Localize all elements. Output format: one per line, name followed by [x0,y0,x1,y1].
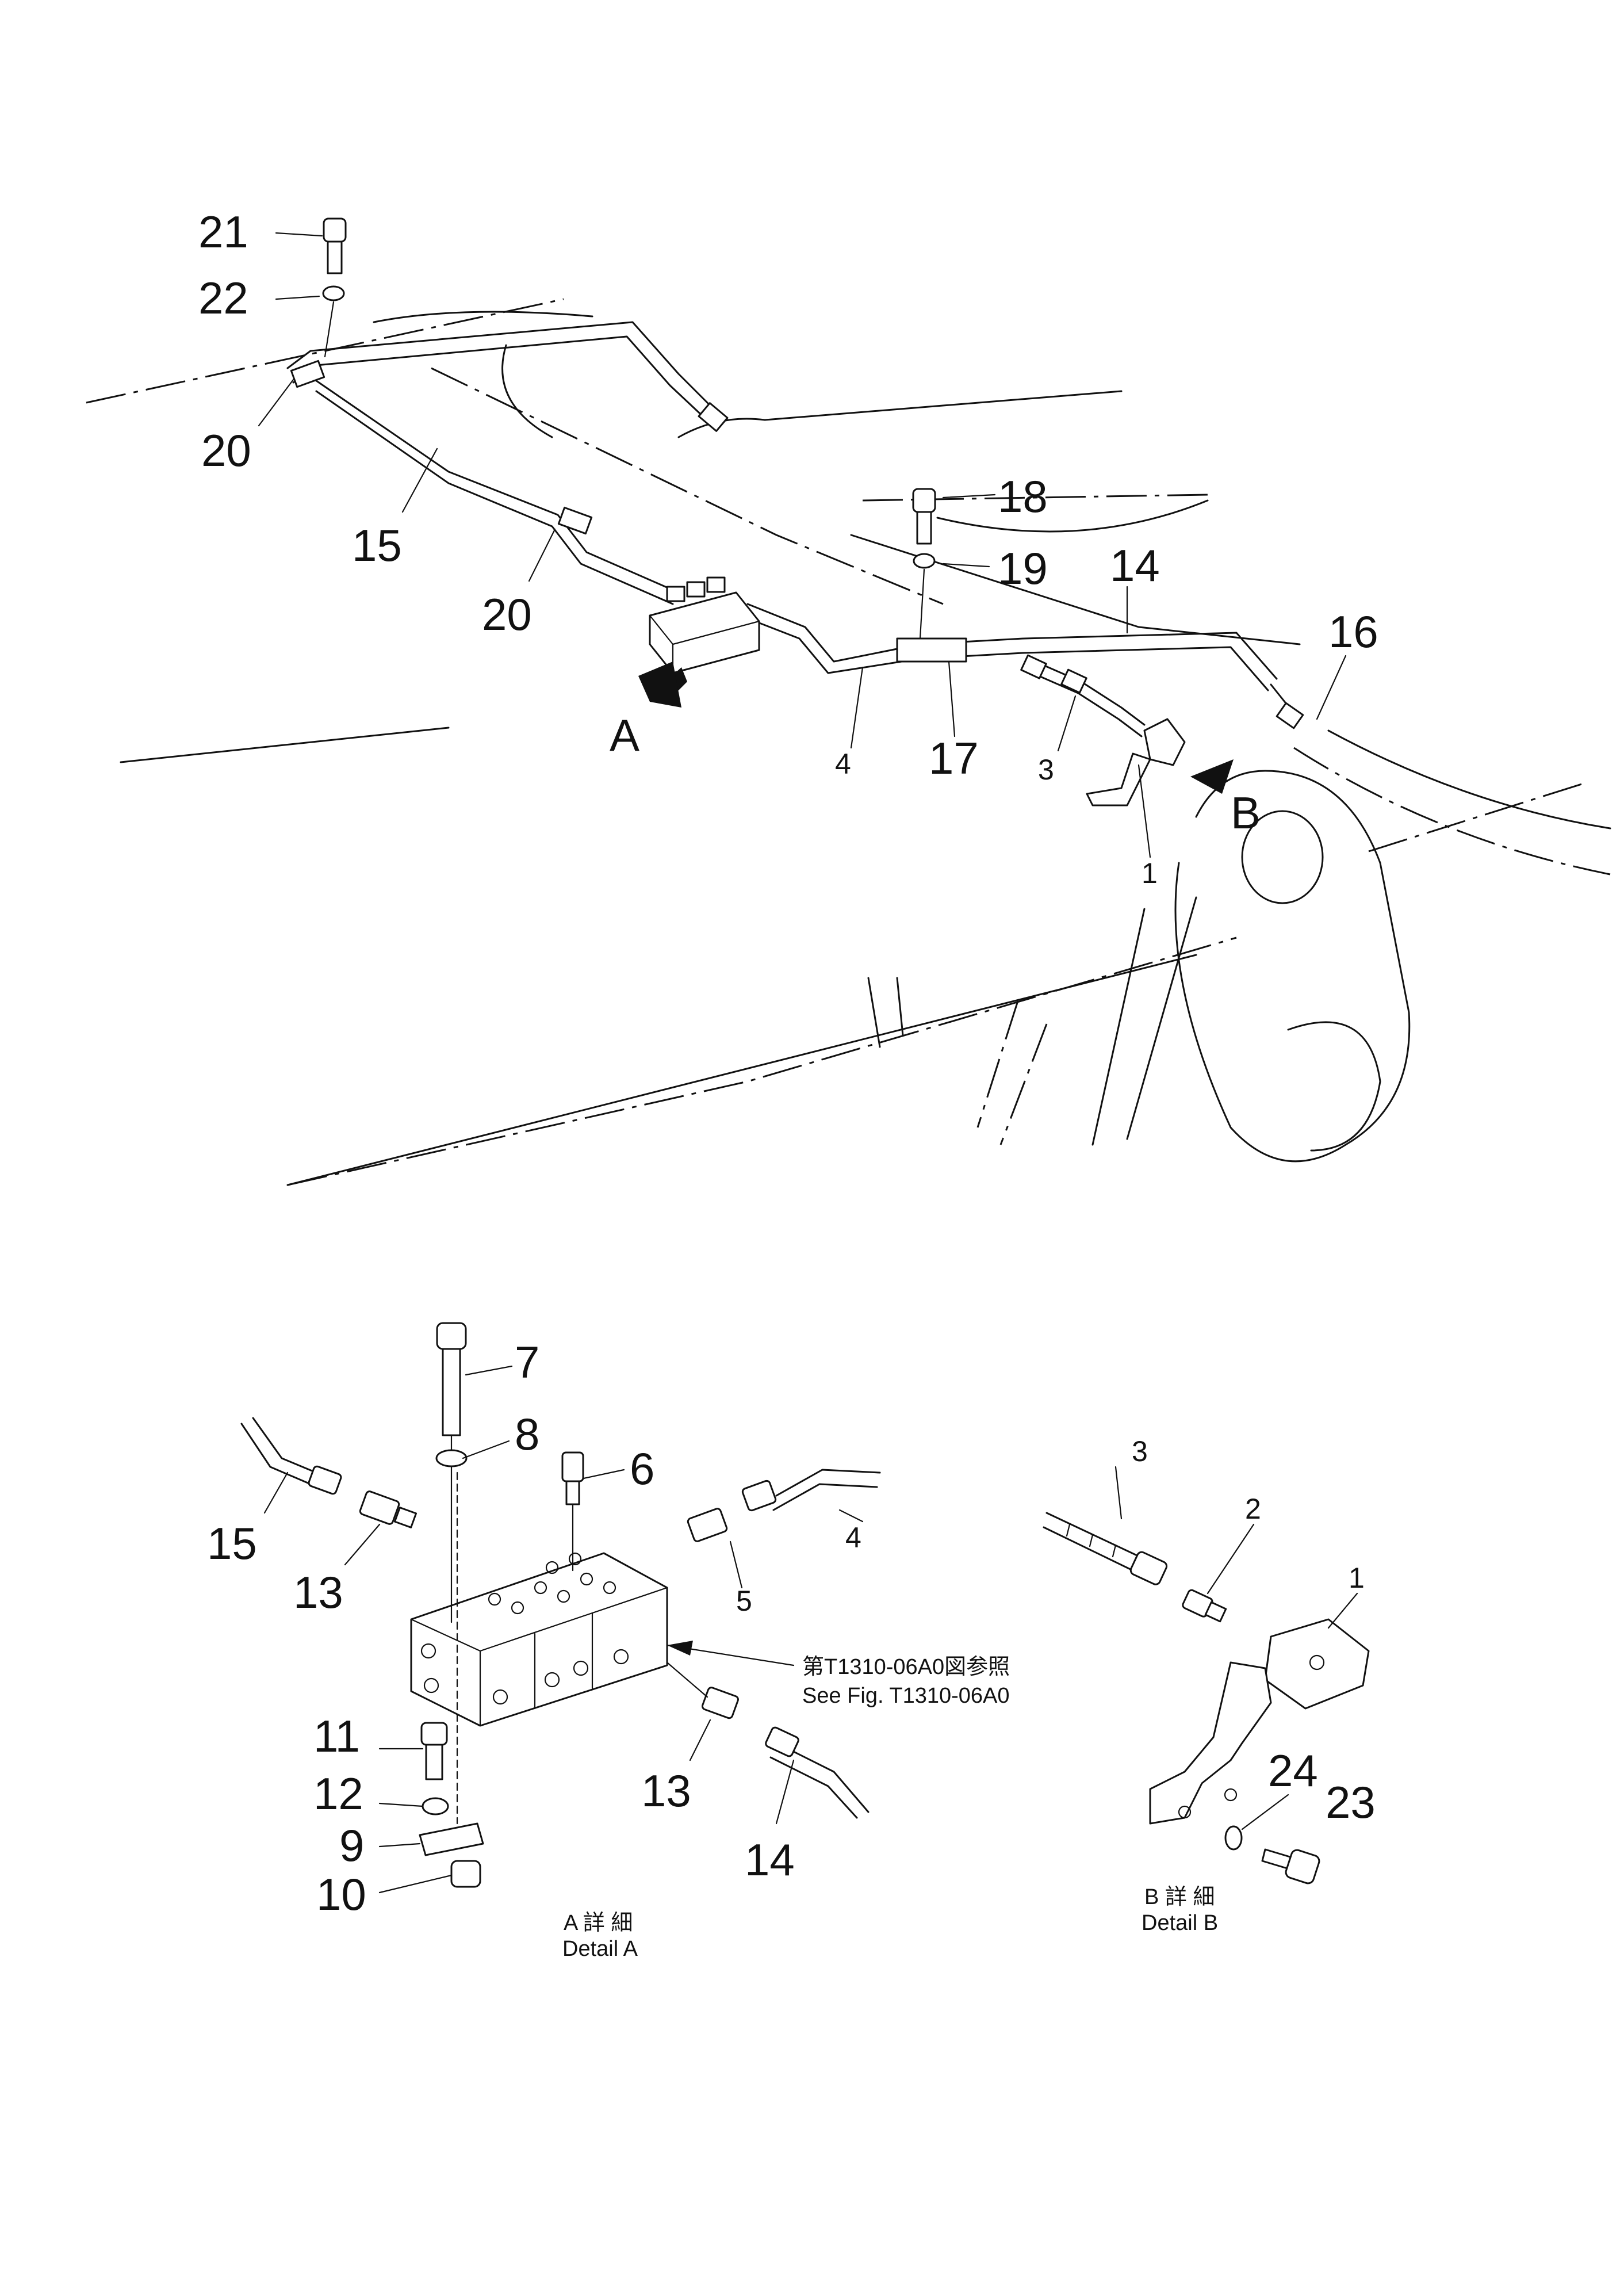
callout-b-23: 23 [1326,1777,1376,1828]
callout-b-24: 24 [1268,1745,1318,1796]
callout-a-10: 10 [316,1869,366,1920]
callout-a-12: 12 [313,1768,363,1819]
overview-callouts: 21 22 20 15 20 18 19 14 16 A 4 17 3 B 1 [198,207,1378,889]
grease-piping [258,217,1347,858]
callout-19: 19 [998,543,1048,594]
callout-15: 15 [352,520,402,571]
callout-22: 22 [198,273,248,323]
callout-a-13-lower: 13 [641,1765,691,1816]
reference-note-en: See Fig. T1310-06A0 [802,1684,1010,1708]
detail-a-drawing [240,1322,881,1894]
callout-b-2: 2 [1245,1493,1261,1525]
view-arrow-label-b: B [1231,788,1261,838]
detail-b-caption-jp: B 詳 細 [1144,1885,1215,1909]
callout-4: 4 [835,748,851,780]
callout-b-3: 3 [1132,1435,1148,1467]
detail-b-callouts: 3 2 1 24 23 B 詳 細 Detail B [1132,1435,1376,1935]
callout-a-5: 5 [736,1585,752,1617]
callout-14: 14 [1110,540,1160,591]
callout-1: 1 [1142,857,1158,889]
callout-a-11: 11 [313,1711,360,1761]
callout-b-1: 1 [1349,1562,1365,1594]
callout-a-4: 4 [845,1522,861,1554]
machine-outline [86,298,1611,1186]
callout-a-7: 7 [515,1337,539,1387]
detail-a-callouts: 7 8 6 15 13 4 5 11 12 9 10 13 14 第T1310-… [207,1337,1010,1961]
callout-3: 3 [1038,754,1054,786]
callout-a-9: 9 [339,1820,364,1871]
callout-20-lower: 20 [482,589,532,640]
detail-b-drawing [1043,1466,1370,1885]
view-arrow-label-a: A [610,710,639,760]
callout-a-8: 8 [515,1409,539,1459]
callout-a-13-upper: 13 [293,1567,343,1618]
callout-a-14: 14 [745,1834,795,1885]
callout-18: 18 [998,471,1048,522]
callout-a-15: 15 [207,1518,257,1569]
detail-b-caption-en: Detail B [1142,1911,1218,1935]
callout-21: 21 [198,207,248,257]
detail-a-caption-jp: A 詳 細 [564,1911,633,1935]
callout-20-upper: 20 [201,425,251,476]
callout-16: 16 [1328,606,1378,657]
reference-note-jp: 第T1310-06A0図参照 [802,1655,1010,1679]
detail-a-caption-en: Detail A [562,1937,638,1961]
callout-17: 17 [929,733,979,783]
callout-a-6: 6 [630,1443,654,1494]
